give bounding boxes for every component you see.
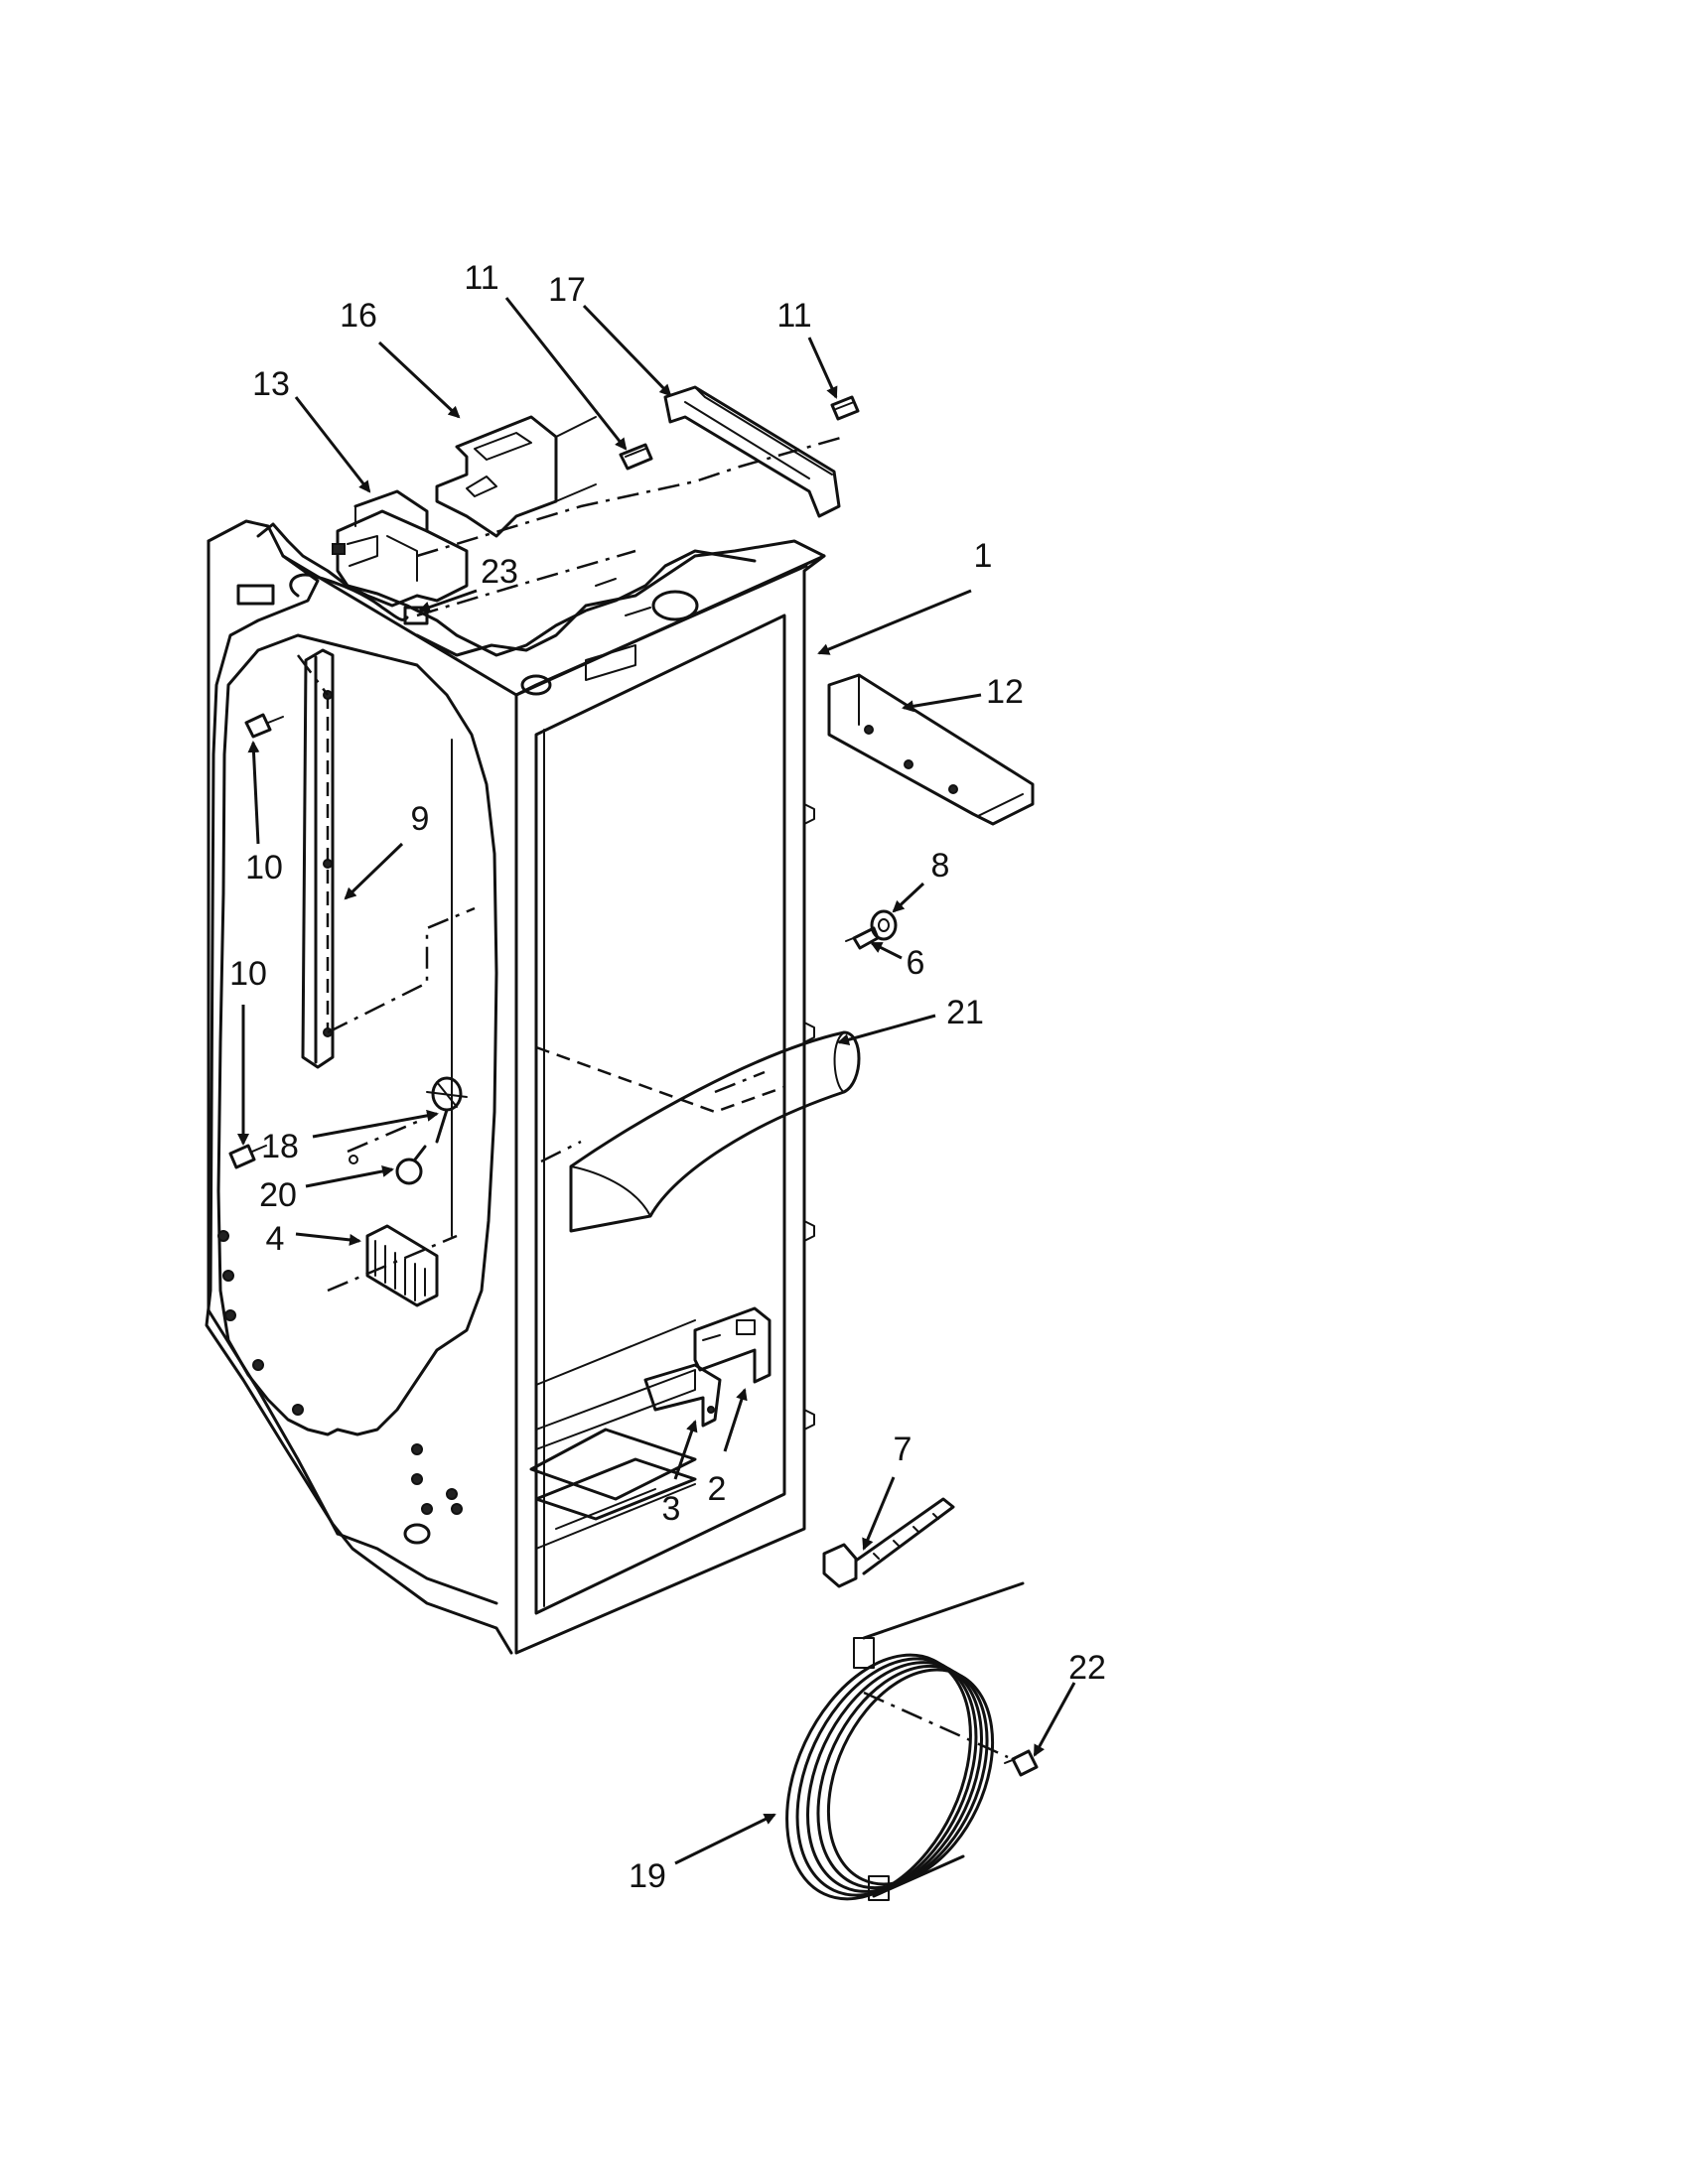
half-round-cover [569, 1030, 861, 1233]
callout-8: 8 [931, 847, 950, 885]
wire-harness [289, 573, 429, 625]
air-vent-grille [365, 1224, 439, 1307]
callout-10-upper: 10 [245, 849, 283, 887]
callout-20: 20 [259, 1176, 297, 1214]
callout-10-lower: 10 [229, 955, 267, 993]
callout-4: 4 [266, 1220, 285, 1258]
callout-1: 1 [974, 537, 993, 575]
cable-tie [822, 1497, 955, 1588]
callout-11-right: 11 [776, 297, 811, 335]
callout-19: 19 [629, 1857, 666, 1895]
leader-3 [673, 1420, 698, 1480]
leader-11b [807, 337, 838, 399]
leader-17 [582, 304, 672, 397]
leader-21 [837, 1014, 936, 1046]
leader-16 [377, 341, 461, 419]
leader-12 [902, 693, 982, 713]
screw-10-upper [244, 713, 284, 739]
leader-11a [504, 297, 628, 451]
leader-23 [418, 589, 478, 614]
mounting-bracket [435, 415, 597, 538]
leader-2 [723, 1388, 748, 1452]
leader-1 [817, 589, 972, 655]
lamp-socket [349, 1076, 468, 1164]
callout-11-left: 11 [464, 259, 498, 297]
leader-6 [870, 941, 903, 960]
coiled-tube [785, 1581, 1025, 1901]
callout-21: 21 [946, 994, 984, 1031]
callout-18: 18 [261, 1128, 299, 1165]
leader-10a [247, 741, 260, 845]
callout-13: 13 [252, 365, 290, 403]
screw-22 [1004, 1749, 1039, 1777]
control-housing [332, 489, 469, 608]
leader-lines [237, 297, 1076, 1865]
leader-9 [344, 842, 404, 900]
screw-10-lower [228, 1144, 267, 1169]
leader-20 [305, 1165, 394, 1188]
bracket-3 [643, 1363, 722, 1428]
callout-12: 12 [986, 673, 1024, 711]
callout-6: 6 [907, 944, 925, 982]
shelf-rail [827, 673, 1035, 826]
callout-7: 7 [894, 1431, 912, 1468]
leader-22 [1033, 1682, 1076, 1757]
callout-16: 16 [340, 297, 377, 335]
leader-4 [295, 1232, 361, 1246]
leader-18 [312, 1109, 439, 1139]
leader-7 [862, 1476, 896, 1551]
callout-22: 22 [1068, 1649, 1106, 1687]
callout-3: 3 [662, 1490, 681, 1528]
callout-9: 9 [411, 800, 430, 838]
screw-11-left [619, 443, 653, 471]
screw-11-right [830, 395, 860, 421]
callout-23: 23 [481, 553, 518, 591]
callouts: 1 2 3 4 6 7 8 9 10 10 11 11 12 13 16 17 … [229, 259, 1106, 1895]
leader-13 [294, 396, 371, 493]
washer-and-screw [845, 909, 898, 950]
bracket-2 [693, 1306, 772, 1384]
leader-19 [674, 1813, 776, 1865]
leader-8 [892, 882, 925, 913]
callout-2: 2 [708, 1470, 727, 1508]
callout-17: 17 [548, 271, 586, 309]
top-channel [663, 385, 841, 518]
light-bulb [395, 1145, 427, 1185]
shelf-support-channel [301, 648, 335, 1069]
cabinet-liner [205, 519, 826, 1655]
